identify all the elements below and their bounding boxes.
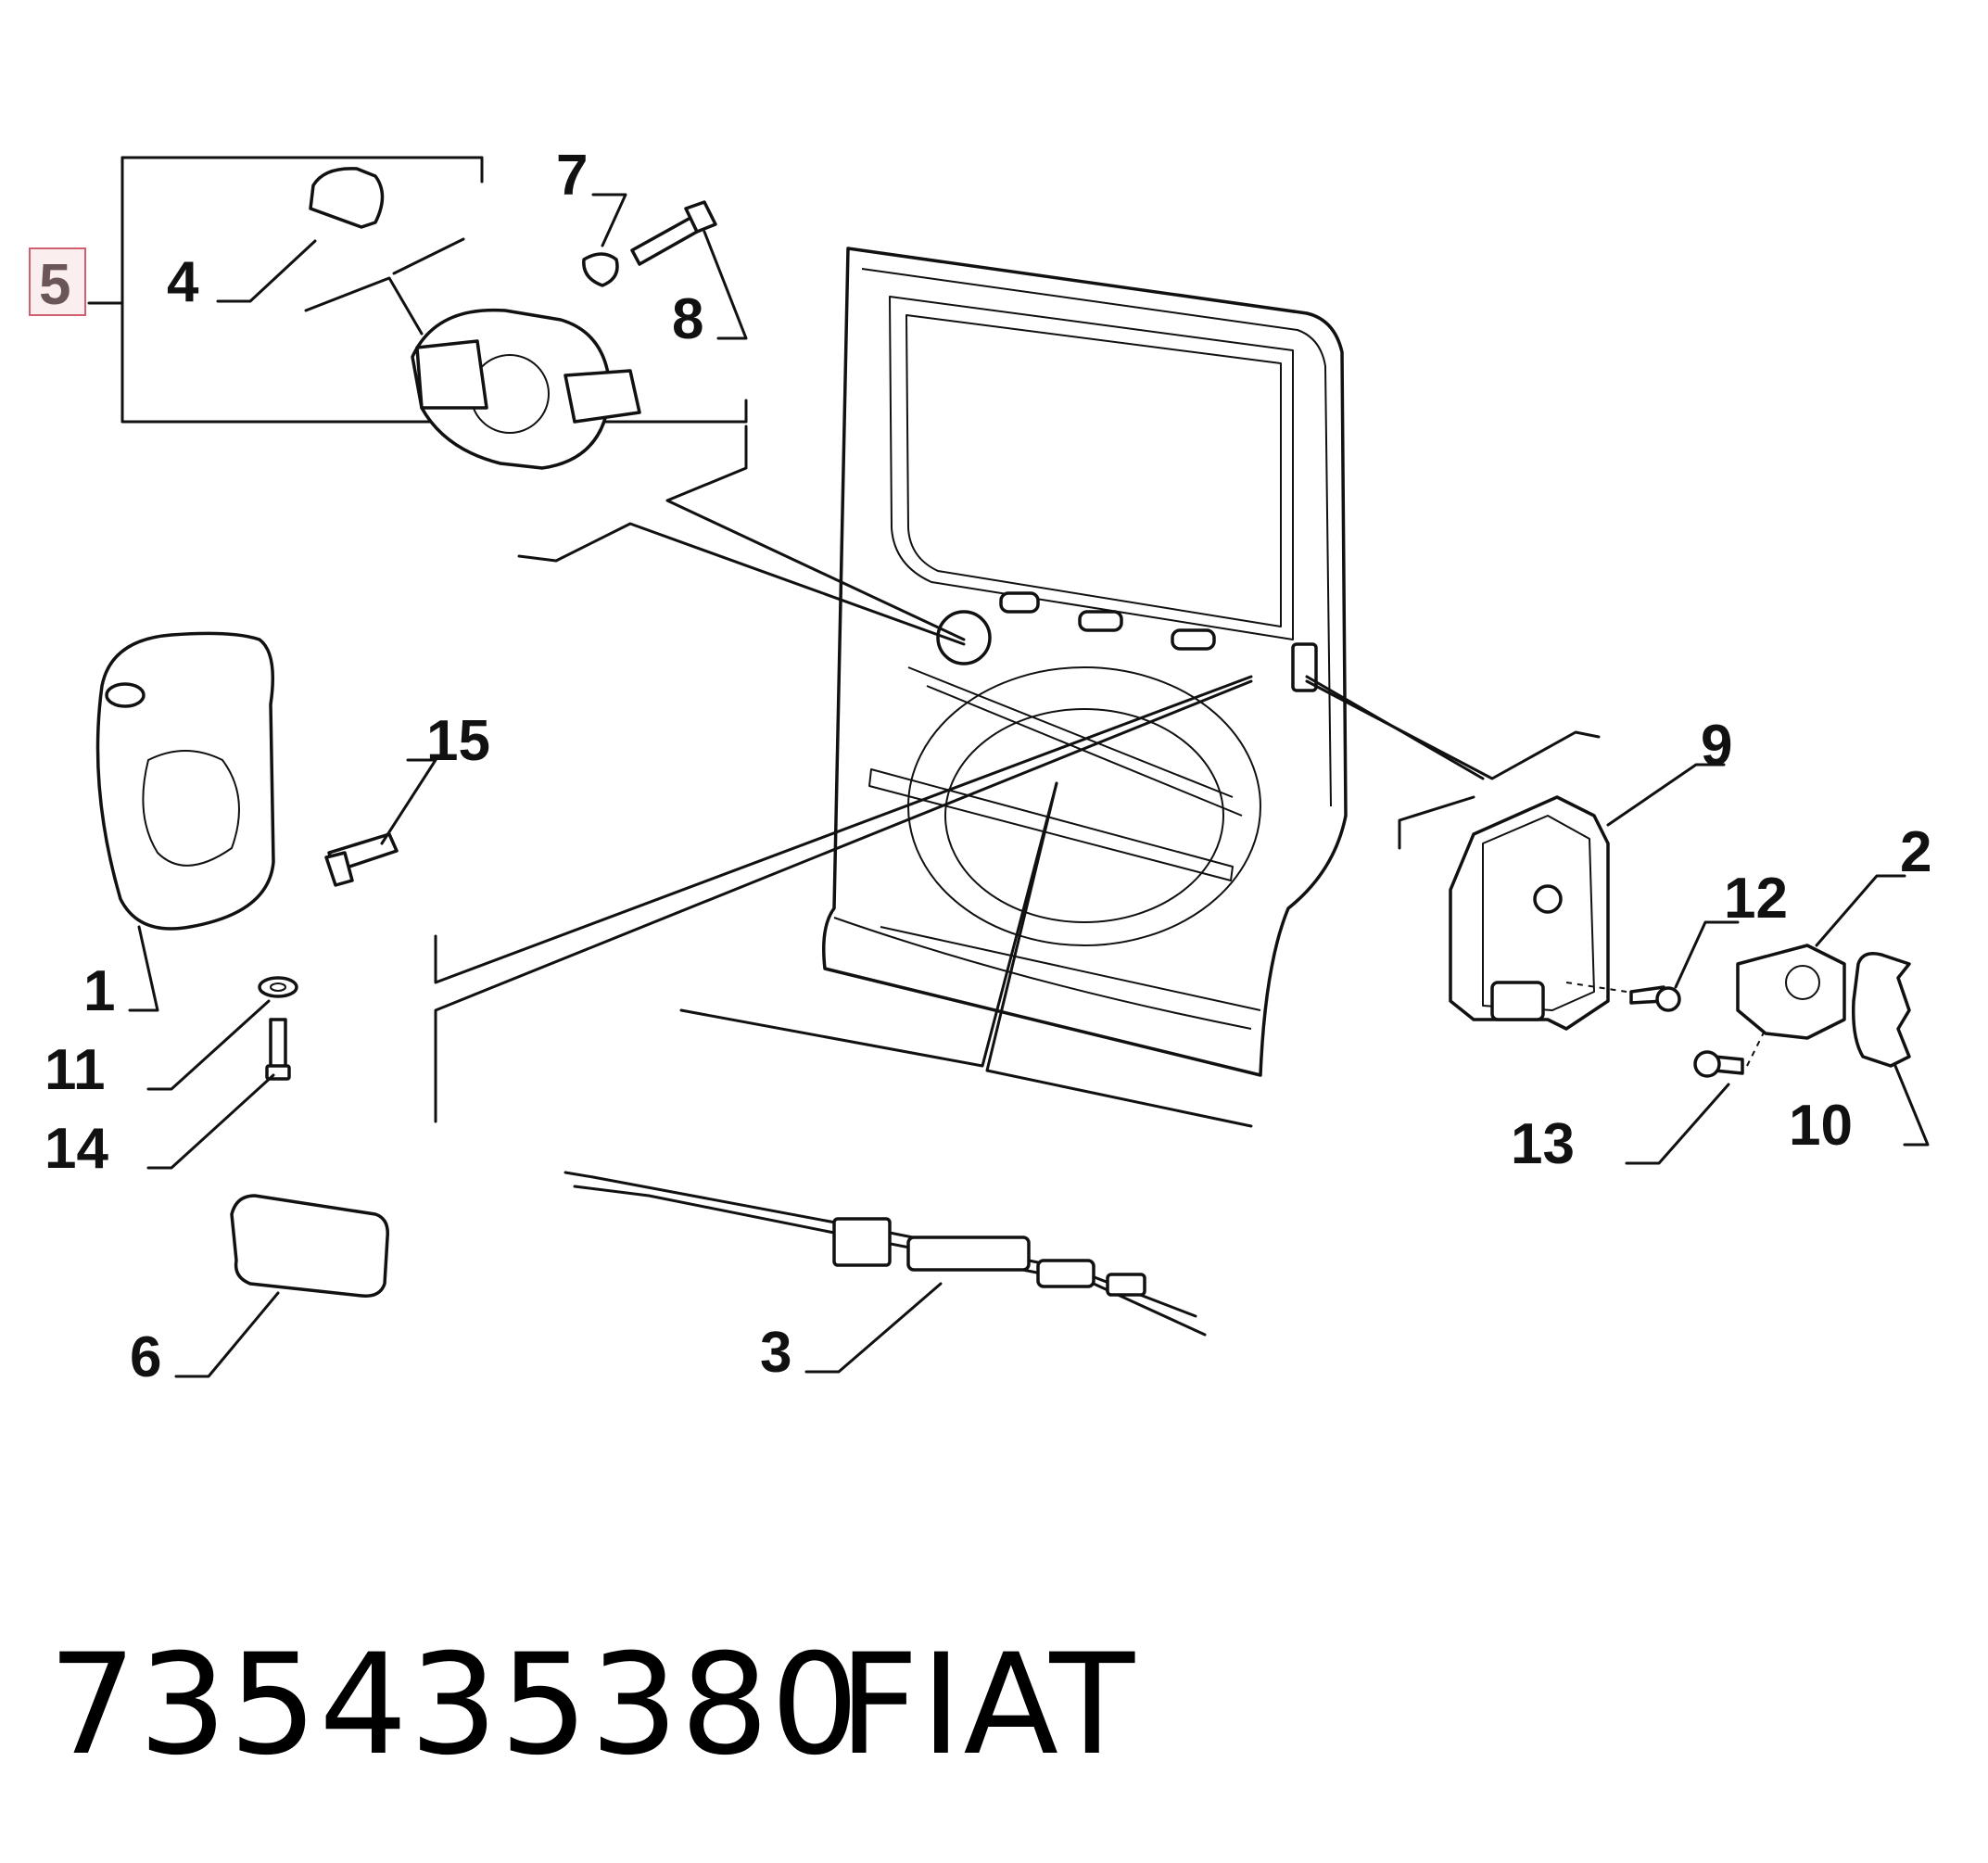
- bolt-part-8: [630, 200, 717, 266]
- striker-part-2: [1736, 944, 1846, 1040]
- callout-6: 6: [130, 1325, 161, 1389]
- exploded-parts-diagram: 1 2 3 4 5 6 7 8 9 10 11 12 13 14 15: [29, 144, 1931, 1389]
- bolt-part-15: [324, 832, 399, 887]
- callout-13: 13: [1511, 1112, 1575, 1176]
- callout-labels: 1 2 3 4 5 6 7 8 9 10 11 12 13 14 15: [39, 144, 1931, 1389]
- callout-8: 8: [672, 287, 703, 351]
- callout-3: 3: [760, 1321, 791, 1385]
- callout-5: 5: [39, 253, 70, 317]
- handle-cover-part-1: [95, 631, 275, 931]
- door-lock-part-9: [1449, 795, 1610, 1031]
- callout-7: 7: [556, 144, 588, 208]
- callout-1: 1: [83, 959, 115, 1023]
- callout-2: 2: [1900, 820, 1931, 884]
- washer-part-11: [258, 976, 298, 998]
- bolt-part-14: [265, 1018, 291, 1081]
- callout-4: 4: [167, 250, 199, 314]
- cover-block-part-6: [230, 1194, 389, 1298]
- callout-leader-lines: [128, 193, 1930, 1378]
- brand-name: FIAT: [839, 1625, 1137, 1786]
- callout-14: 14: [44, 1117, 108, 1181]
- shim-plate-part-10: [1851, 952, 1911, 1068]
- screw-part-12: [1565, 982, 1681, 1012]
- leader-guide-lines: [304, 237, 1601, 1128]
- callout-11: 11: [44, 1038, 106, 1102]
- part-number: 735435380: [48, 1625, 861, 1786]
- callout-10: 10: [1789, 1094, 1853, 1158]
- lock-assembly-part-5: [87, 156, 748, 470]
- part-caption: 735435380 FIAT: [0, 1631, 1988, 1780]
- highlight-box: [29, 247, 86, 316]
- linkage-rod-part-3: [563, 1171, 1207, 1337]
- callout-12: 12: [1724, 867, 1788, 931]
- door-panel: [822, 247, 1348, 1077]
- clip-part-7: [582, 252, 619, 287]
- callout-15: 15: [426, 709, 490, 773]
- screw-part-13: [1693, 1028, 1766, 1078]
- callout-9: 9: [1701, 714, 1732, 778]
